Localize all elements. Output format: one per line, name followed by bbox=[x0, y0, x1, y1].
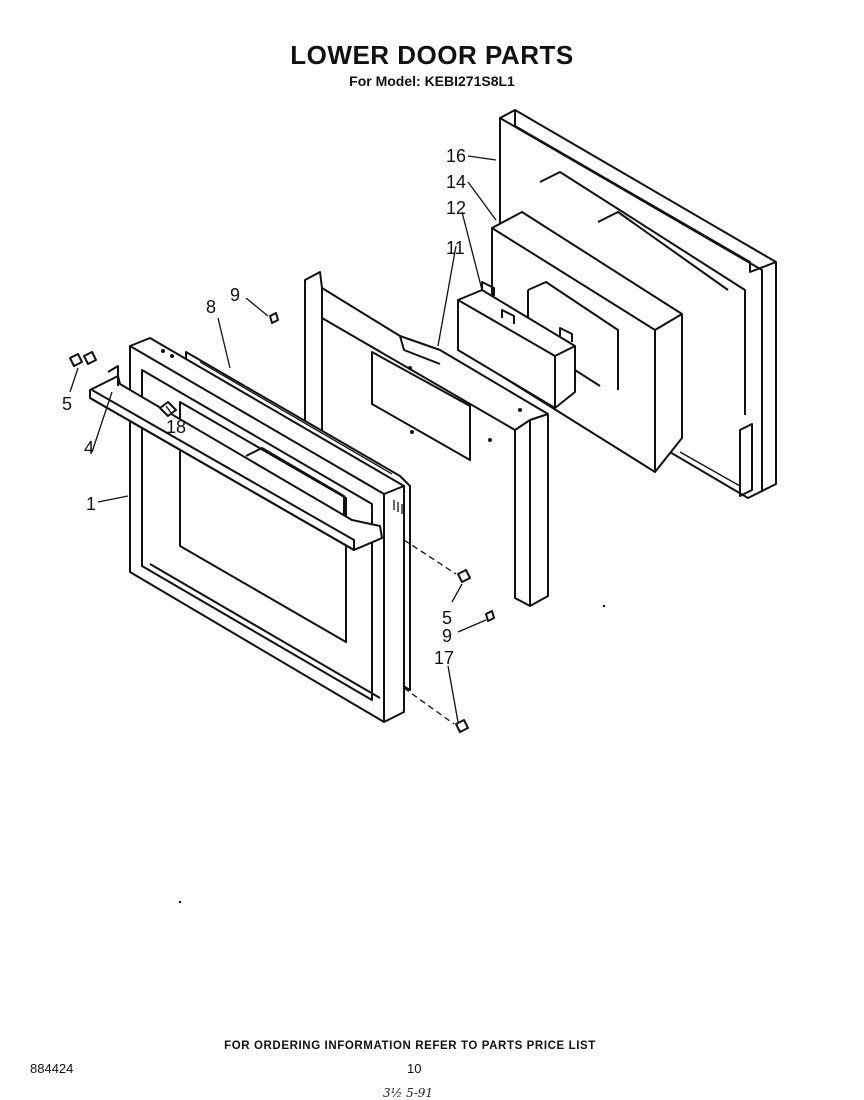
model-subtitle: For Model: KEBI271S8L1 bbox=[349, 73, 515, 89]
leader-lines bbox=[69, 155, 497, 723]
callout-18: 18 bbox=[166, 417, 186, 437]
ordering-note: FOR ORDERING INFORMATION REFER TO PARTS … bbox=[224, 1040, 596, 1052]
callout-5-left: 5 bbox=[62, 394, 72, 414]
screws-group bbox=[69, 312, 495, 733]
callout-17: 17 bbox=[434, 648, 454, 668]
callout-12: 12 bbox=[446, 198, 466, 218]
page-title: LOWER DOOR PARTS bbox=[290, 40, 574, 70]
callout-9-top: 9 bbox=[230, 285, 240, 305]
callout-9-right: 9 bbox=[442, 626, 452, 646]
callout-8: 8 bbox=[206, 297, 216, 317]
callout-16: 16 bbox=[446, 146, 466, 166]
callout-11: 11 bbox=[446, 238, 465, 258]
document-number: 884424 bbox=[30, 1061, 74, 1076]
part-4-handle bbox=[89, 365, 383, 551]
part-12-bracket-box bbox=[457, 281, 576, 409]
handwritten-mark: 3½ 5-91 bbox=[383, 1086, 434, 1100]
callout-14: 14 bbox=[446, 172, 466, 192]
callout-4: 4 bbox=[84, 438, 94, 458]
page-number: 10 bbox=[407, 1061, 422, 1076]
callout-1: 1 bbox=[86, 494, 96, 514]
callout-5-right: 5 bbox=[442, 608, 452, 628]
